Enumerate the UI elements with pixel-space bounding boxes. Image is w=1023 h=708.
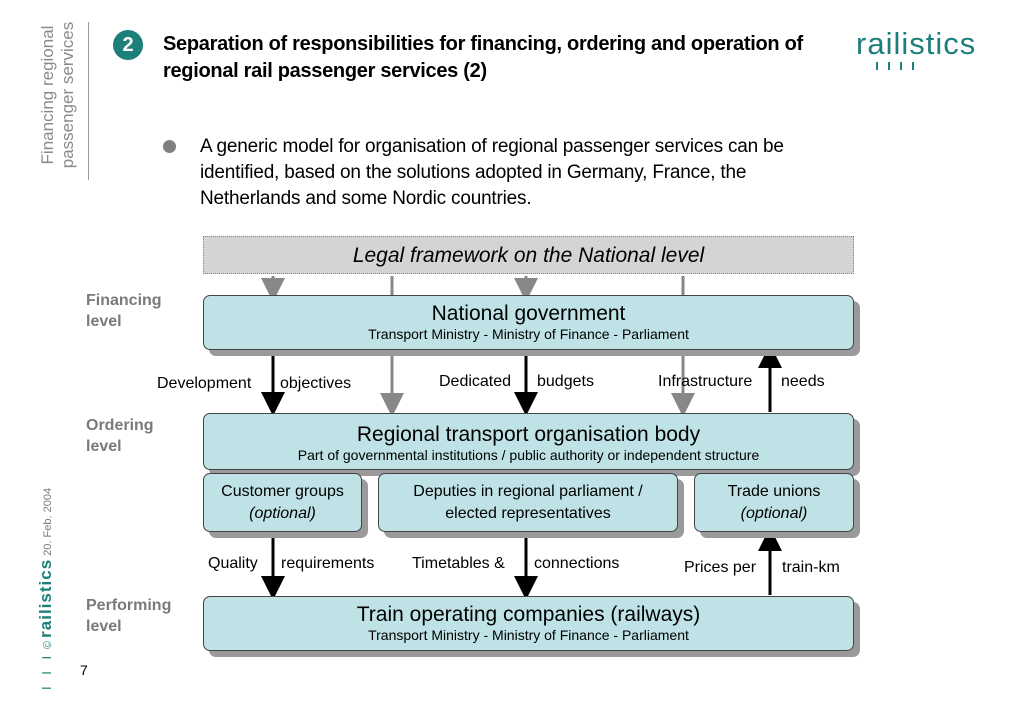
- section-number-badge: 2: [113, 30, 143, 60]
- legal-framework-box: Legal framework on the National level: [203, 236, 854, 274]
- financing-level-label: Financing level: [86, 290, 162, 332]
- national-government-subtitle: Transport Ministry - Ministry of Finance…: [368, 326, 689, 342]
- connections-label: connections: [534, 555, 620, 572]
- train-km-label: train-km: [782, 559, 840, 576]
- footer-ticks: I I I: [39, 651, 54, 690]
- performing-level-label: Performing level: [86, 595, 171, 637]
- regional-body-subtitle: Part of governmental institutions / publ…: [297, 447, 760, 463]
- requirements-label: requirements: [281, 555, 375, 572]
- bullet-text: A generic model for organisation of regi…: [200, 136, 784, 209]
- trade-unions-optional: (optional): [740, 504, 808, 522]
- financing-label-line-2: level: [86, 313, 122, 330]
- national-government-box: National government Transport Ministry -…: [203, 295, 854, 350]
- customer-groups-label: Customer groups: [221, 482, 344, 500]
- dedicated-label: Dedicated: [439, 373, 512, 390]
- train-operating-companies-box: Train operating companies (railways) Tra…: [203, 596, 854, 651]
- prices-per-label: Prices per: [684, 559, 757, 576]
- page-number: 7: [80, 662, 88, 678]
- development-label: Development: [157, 375, 252, 392]
- performing-label-line-2: level: [86, 618, 122, 635]
- sidebar-divider: [88, 22, 89, 180]
- deputies-box: Deputies in regional parliament / electe…: [378, 473, 678, 532]
- train-operating-title: Train operating companies (railways): [356, 603, 701, 626]
- quality-label: Quality: [208, 555, 258, 572]
- budgets-label: budgets: [537, 373, 594, 390]
- national-government-title: National government: [431, 302, 626, 325]
- customer-groups-optional: (optional): [249, 504, 316, 522]
- logo-text: railistics: [856, 26, 977, 61]
- footer-brand: I I I © railistics 20. Feb. 2004: [36, 488, 56, 690]
- customer-groups-box: Customer groups (optional): [203, 473, 362, 532]
- footer-brand-name: railistics: [36, 558, 55, 638]
- infrastructure-label: Infrastructure: [658, 373, 753, 390]
- logo-ticks: [876, 62, 914, 70]
- regional-transport-body-box: Regional transport organisation body Par…: [203, 413, 854, 470]
- train-operating-subtitle: Transport Ministry - Ministry of Finance…: [368, 627, 689, 643]
- railistics-logo: railistics: [856, 26, 1016, 72]
- financing-label-line-1: Financing: [86, 292, 162, 309]
- timetables-label: Timetables &: [412, 555, 505, 572]
- ordering-label-line-1: Ordering: [86, 417, 154, 434]
- ordering-level-label: Ordering level: [86, 415, 154, 457]
- needs-label: needs: [781, 373, 825, 390]
- trade-unions-box: Trade unions (optional): [694, 473, 854, 532]
- performing-label-line-1: Performing: [86, 597, 172, 614]
- deputies-line-2: elected representatives: [445, 504, 611, 522]
- page-title: Separation of responsibilities for finan…: [163, 33, 803, 82]
- regional-body-title: Regional transport organisation body: [356, 423, 701, 446]
- ordering-label-line-2: level: [86, 438, 122, 455]
- bullet-icon: [163, 140, 176, 153]
- trade-unions-label: Trade unions: [727, 482, 821, 500]
- objectives-label: objectives: [280, 375, 352, 392]
- copyright-symbol: ©: [42, 640, 54, 649]
- footer-date: 20. Feb. 2004: [42, 487, 54, 556]
- deputies-line-1: Deputies in regional parliament /: [413, 482, 643, 500]
